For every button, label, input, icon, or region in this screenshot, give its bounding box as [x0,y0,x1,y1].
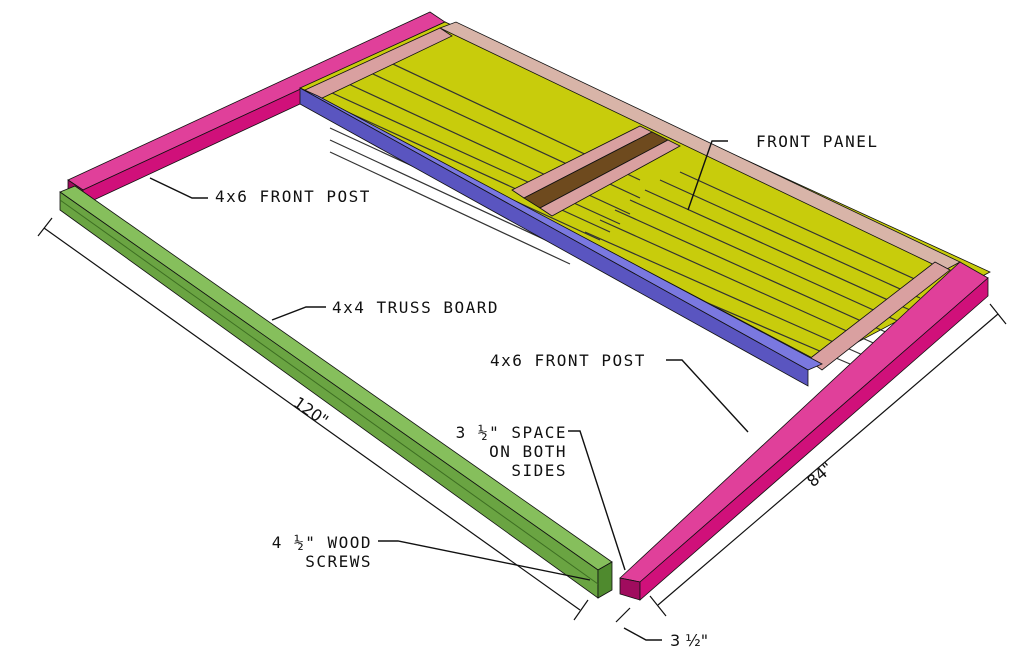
label-front-post-right: 4x6 FRONT POST [490,351,646,370]
front-panel [299,21,991,371]
label-truss-board: 4x4 TRUSS BOARD [332,298,499,317]
panel-bottom-plate [299,87,823,387]
dimension-offset: 3 ½" [670,631,709,650]
label-space-line2: ON BOTH [489,442,567,461]
dimension-lines [37,217,1007,623]
truss-board [59,185,613,599]
label-front-panel: FRONT PANEL [756,132,879,151]
label-front-post-left: 4x6 FRONT POST [215,187,371,206]
front-post-right [619,261,989,601]
label-screws-line2: SCREWS [305,552,372,571]
leader-lines [149,140,749,641]
label-screws-line1: 4 ½" WOOD [271,533,372,552]
label-space-line3: SIDES [511,461,567,480]
label-space-line1: 3 ½" SPACE [455,423,567,442]
